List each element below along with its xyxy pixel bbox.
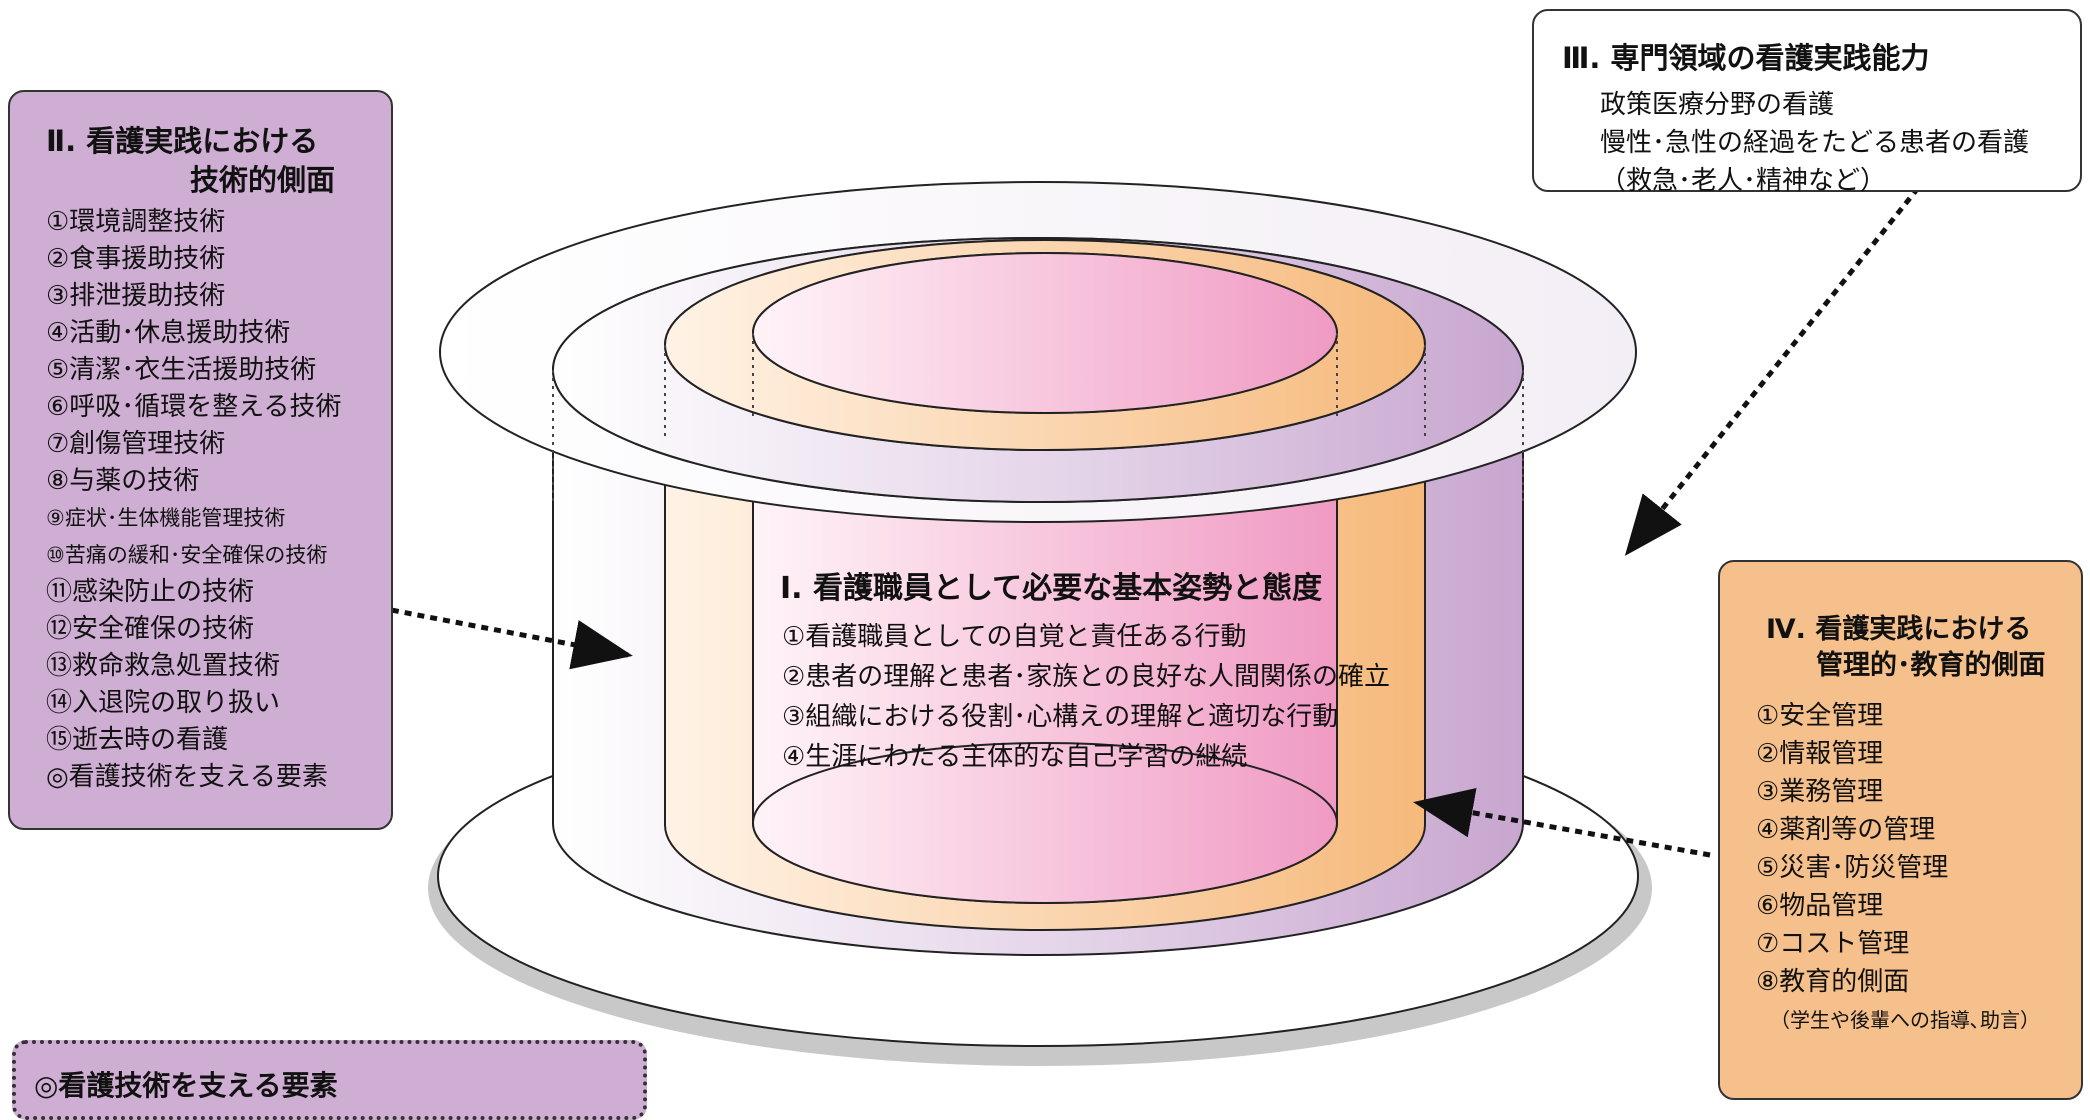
layer-ii-title-line2: 技術的側面 — [190, 163, 336, 198]
layer-i-list: ①看護職員としての自覚と責任ある行動 ②患者の理解と患者･家族との良好な人間関係… — [780, 617, 1391, 777]
list-item: ⑤災害･防災管理 — [1756, 852, 1949, 883]
list-item: ⑦コスト管理 — [1756, 928, 1910, 959]
list-item: ③排泄援助技術 — [46, 281, 226, 312]
core-bottom — [752, 742, 1338, 904]
list-item: ⑥呼吸･循環を整える技術 — [46, 392, 342, 423]
list-item: ⑤清潔･衣生活援助技術 — [46, 355, 317, 386]
list-item: ◎看護技術を支える要素 — [46, 762, 328, 793]
list-item: ①環境調整技術 — [46, 207, 226, 238]
list-item: ①看護職員としての自覚と責任ある行動 — [782, 622, 1247, 652]
layer-iv-list: ①安全管理 ②情報管理 ③業務管理 ④薬剤等の管理 ⑤災害･防災管理 ⑥物品管理… — [1756, 697, 2081, 1039]
list-item: ⑫安全確保の技術 — [46, 614, 255, 645]
list-item: ⑥物品管理 — [1756, 890, 1884, 921]
list-item: ④生涯にわたる主体的な自己学習の継続 — [782, 742, 1248, 772]
list-item: ⑪感染防止の技術 — [46, 577, 255, 608]
layer-iii-box: Ⅲ. 専門領域の看護実践能力 政策医療分野の看護 慢性･急性の経過をたどる患者の… — [1532, 9, 2082, 196]
list-item: ⑩苦痛の緩和･安全確保の技術 — [46, 543, 328, 568]
layer-ii-list: ①環境調整技術 ②食事援助技術 ③排泄援助技術 ④活動･休息援助技術 ⑤清潔･衣… — [46, 204, 391, 796]
list-item: ④活動･休息援助技術 — [46, 318, 291, 349]
list-item: ④薬剤等の管理 — [1756, 814, 1936, 845]
list-item: ②情報管理 — [1756, 738, 1884, 769]
list-item: ③組織における役割･心構えの理解と適切な行動 — [782, 702, 1339, 732]
list-item: ⑨症状･生体機能管理技術 — [46, 506, 286, 531]
list-item: ②患者の理解と患者･家族との良好な人間関係の確立 — [782, 662, 1391, 692]
list-item: ⑮逝去時の看護 — [46, 725, 229, 756]
layer-i-text: Ⅰ. 看護職員として必要な基本姿勢と態度 ①看護職員としての自覚と責任ある行動 … — [780, 563, 1391, 777]
layer-ii-box: Ⅱ. 看護実践における 技術的側面 ①環境調整技術 ②食事援助技術 ③排泄援助技… — [8, 90, 393, 830]
layer-i-title: Ⅰ. 看護職員として必要な基本姿勢と態度 — [780, 571, 1323, 606]
arrow-iii-to-ring — [1624, 186, 1920, 556]
list-item: ⑬救命救急処置技術 — [46, 651, 281, 682]
list-item: ③業務管理 — [1756, 776, 1884, 807]
list-item: ⑧与薬の技術 — [46, 466, 200, 497]
cylinder-diagram — [327, 181, 1920, 1066]
list-item: ⑦創傷管理技術 — [46, 429, 226, 460]
arrow-iv-to-ring — [1413, 788, 1711, 858]
core-top — [752, 252, 1338, 414]
layer-iv-title-line1: Ⅳ. 看護実践における — [1766, 614, 2032, 645]
list-item: ⑧教育的側面 — [1756, 966, 1910, 997]
list-item: ⑭入退院の取り扱い — [46, 688, 281, 719]
support-elements-title: ◎看護技術を支える要素 — [34, 1069, 338, 1102]
support-elements-box: ◎看護技術を支える要素 — [12, 1040, 647, 1120]
list-item: （学生や後輩への指導､助言） — [1770, 1007, 2040, 1032]
layer-iii-list: 政策医療分野の看護 慢性･急性の経過をたどる患者の看護 （救急･老人･精神など） — [1562, 86, 2080, 200]
layer-iv-box: Ⅳ. 看護実践における 管理的･教育的側面 ①安全管理 ②情報管理 ③業務管理 … — [1718, 560, 2083, 1100]
list-item: （救急･老人･精神など） — [1600, 166, 1887, 197]
layer-iv-title: Ⅳ. 看護実践における 管理的･教育的側面 — [1756, 612, 2081, 685]
list-item: ②食事援助技術 — [46, 244, 226, 275]
layer-iii-title: Ⅲ. 専門領域の看護実践能力 — [1562, 41, 1930, 75]
list-item: 政策医療分野の看護 — [1600, 90, 1835, 121]
layer-ii-title-line1: Ⅱ. 看護実践における — [46, 124, 319, 158]
list-item: ①安全管理 — [1756, 700, 1884, 731]
list-item: 慢性･急性の経過をたどる患者の看護 — [1600, 128, 2030, 159]
layer-ii-title: Ⅱ. 看護実践における 技術的側面 — [46, 122, 391, 200]
layer-iv-title-line2: 管理的･教育的側面 — [1816, 650, 2046, 682]
